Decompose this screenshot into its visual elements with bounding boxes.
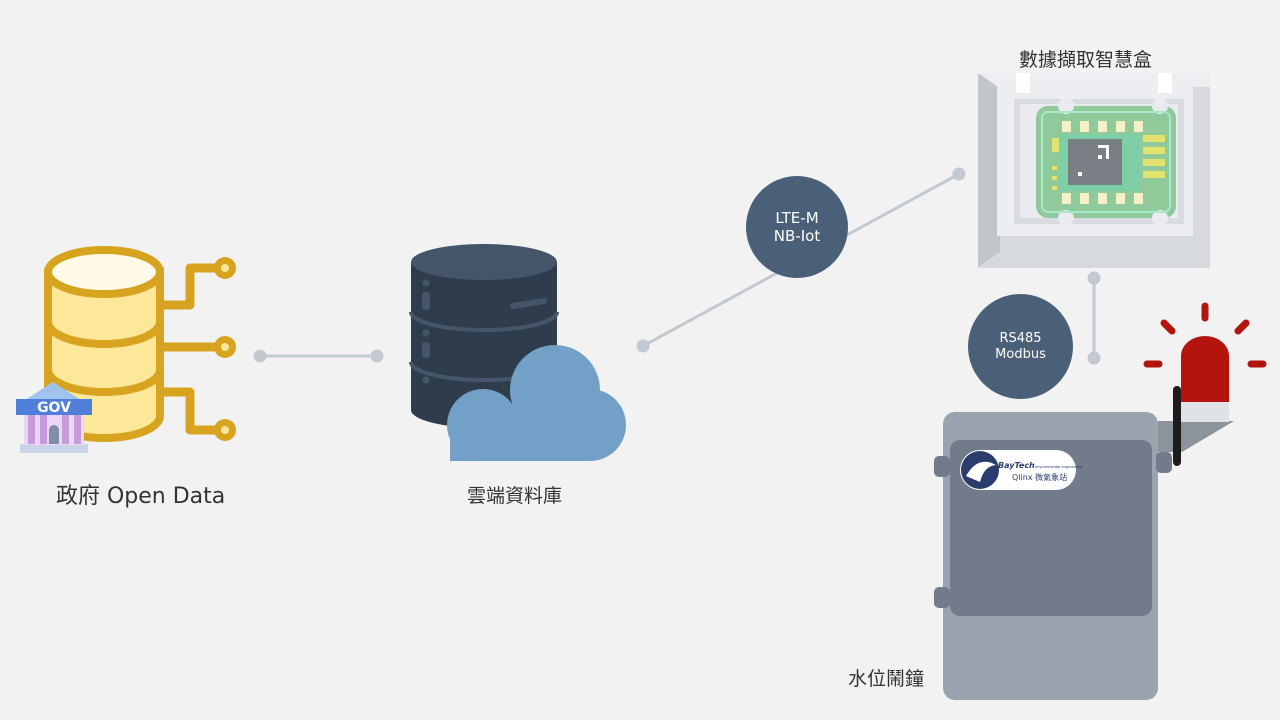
cloud-database-label: 雲端資料庫 (467, 485, 563, 507)
lte-nbiot-badge: LTE-M NB-Iot (746, 176, 848, 278)
connector-box-alarm (1087, 271, 1101, 365)
warning-light-icon (1143, 302, 1267, 422)
connector-gov-cloud (253, 349, 384, 363)
brand-name: BayTech (998, 461, 1035, 470)
lte-line2: NB-Iot (773, 227, 821, 245)
water-alarm-label: 水位鬧鐘 (848, 668, 925, 690)
lte-line1: LTE-M (775, 209, 819, 227)
circuit-board-icon (1036, 98, 1176, 226)
cloud-icon (447, 345, 626, 461)
rs485-modbus-badge: RS485 Modbus (968, 294, 1073, 399)
rs485-line1: RS485 (999, 330, 1042, 346)
brand-plate: BayTech environmental engineering Qlinx … (960, 450, 1082, 490)
gov-badge-text: GOV (37, 400, 71, 416)
water-alarm-icon: BayTech environmental engineering Qlinx … (934, 302, 1267, 700)
connector-node-icon (214, 257, 236, 441)
rs485-line2: Modbus (995, 346, 1046, 362)
smart-box-icon (978, 73, 1210, 268)
brand-tagline: environmental engineering (1035, 465, 1082, 469)
database-icon (44, 246, 236, 442)
gov-building-icon: GOV (16, 382, 92, 453)
smart-box-label: 數據擷取智慧盒 (1019, 49, 1153, 71)
gov-open-data-label: 政府 Open Data (56, 484, 226, 509)
brand-sub: Qlinx 微氣象站 (1012, 472, 1067, 482)
